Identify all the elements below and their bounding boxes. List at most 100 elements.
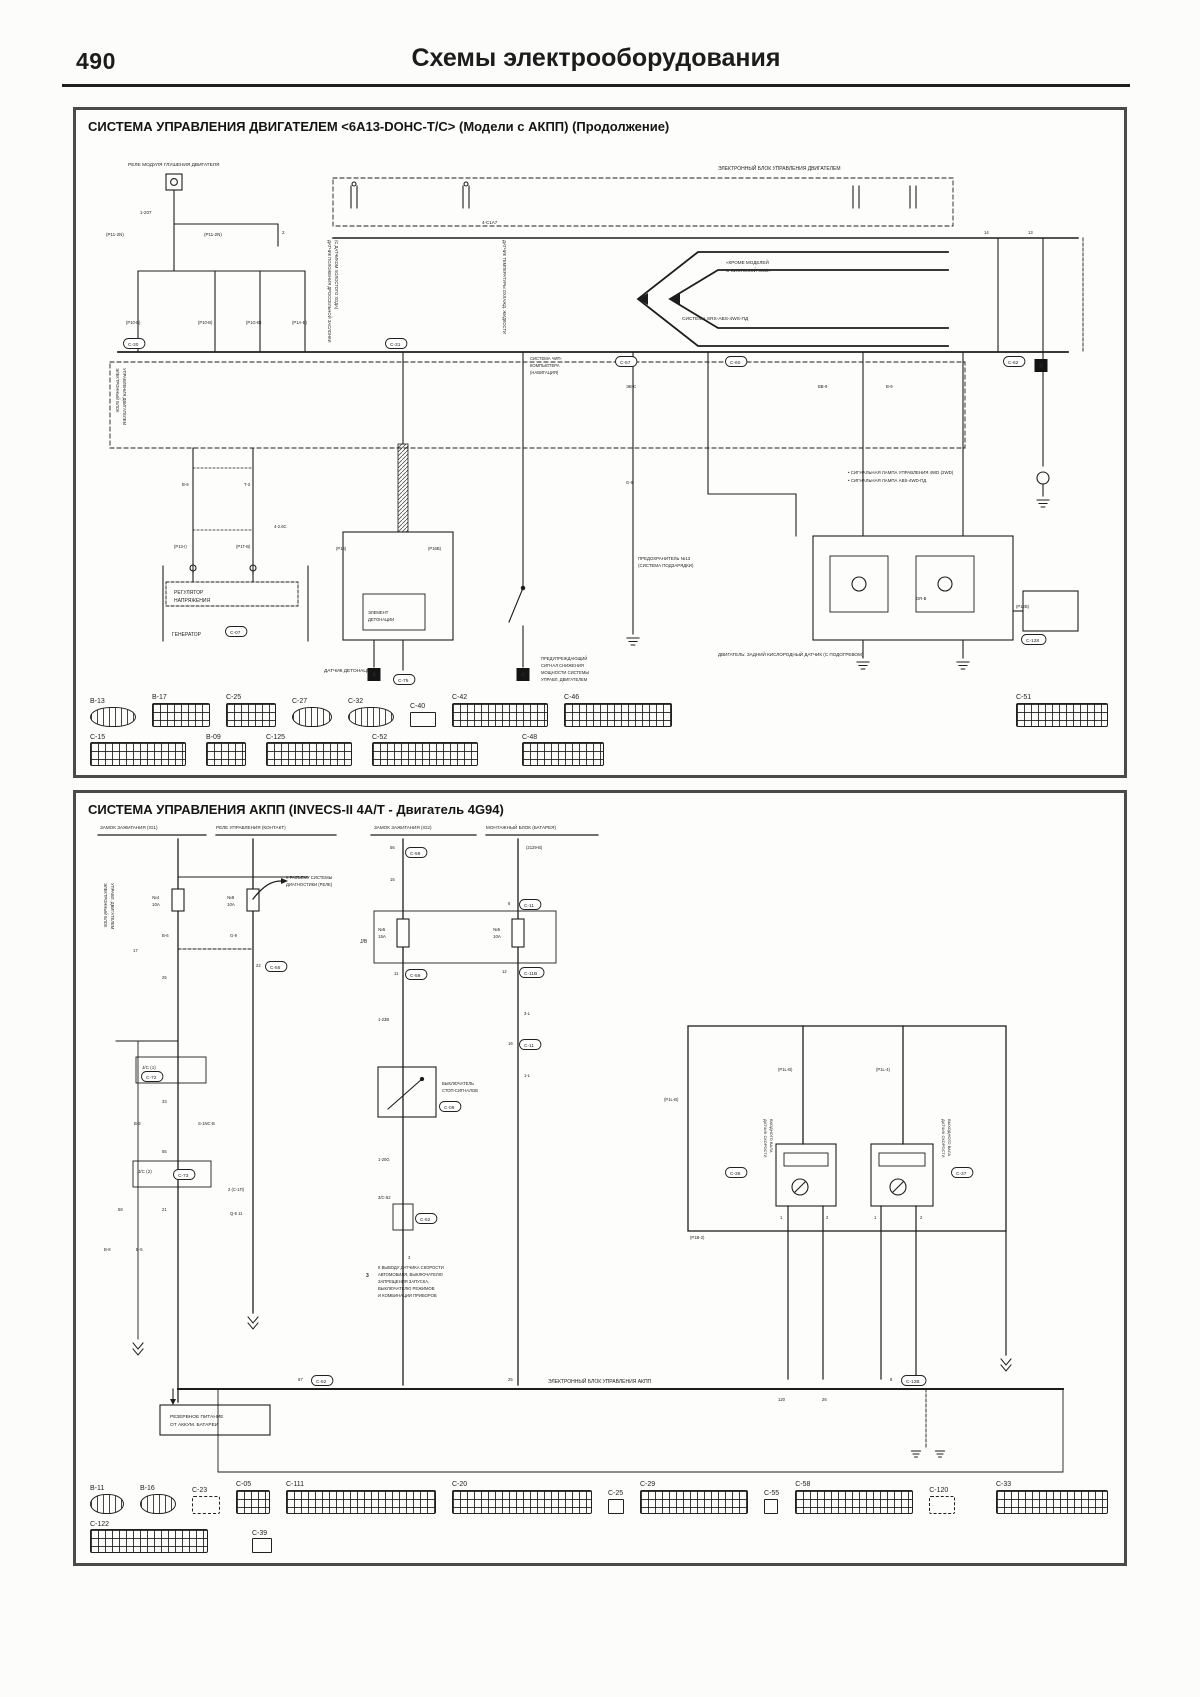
diagram-label: 4 <box>1039 363 1043 370</box>
diagram-label: К ВЫВОДУ ДАТЧИКА СКОРОСТИ <box>378 1265 444 1270</box>
diagram-label: (P1L-4) <box>876 1067 891 1072</box>
diagram-label: ПРЕДОХРАНИТЕЛЬ №13 <box>638 556 691 561</box>
connector-item: B-17 <box>152 694 210 727</box>
connector-pinout-glyph <box>286 1489 436 1514</box>
diagram-label: BB-9 <box>818 384 828 389</box>
d1-labels: РЕЛЕ МОДУЛЯ ГЛУШЕНИЯ ДВИГАТЕЛЯ 1-207 (P11-… <box>106 162 1048 685</box>
connector-pinout-glyph <box>252 1538 272 1554</box>
diagram-label: ДЕТОНАЦИИ <box>368 617 394 622</box>
diagram-label: ПРЕДУПРЕЖДАЮЩИЙ <box>541 656 587 661</box>
connector-pinout-glyph <box>452 702 548 727</box>
diagram-label: ЗАПРЕЩЕНИЯ ЗАПУСКА, <box>378 1279 429 1284</box>
connector-ref-badge <box>393 674 416 685</box>
diagram-label: (P16) <box>336 546 347 551</box>
diagram-label: (P1B-2) <box>690 1235 705 1240</box>
diagram-label: G-9 <box>230 933 238 938</box>
connector-item: C-32 <box>348 698 394 727</box>
diagram-label: 12 <box>502 969 507 974</box>
diagram-label: C-72 <box>146 1075 157 1081</box>
diagram-label: 25 <box>508 1377 513 1382</box>
diagram-label: (P11-2N) <box>106 232 124 237</box>
connector-id: C-120 <box>929 1487 949 1494</box>
connector-item: C-15 <box>90 734 186 767</box>
diagram-label: МОНТАЖНЫЙ БЛОК (БАТАРЕЯ) <box>486 823 557 830</box>
diagram-label: 11 <box>394 971 399 976</box>
diagram-label: (2129-B) <box>526 845 543 850</box>
connector-id: C-29 <box>640 1481 656 1488</box>
diagram-label: СИГНАЛ СНИЖЕНИЯ <box>541 663 584 668</box>
diagram-label: УПРАВЛЕНИЯ ДВИГАТЕЛЕМ <box>122 368 127 425</box>
connector-pinout-glyph <box>929 1495 956 1514</box>
diagram-label: C-37 <box>956 1171 967 1177</box>
diagram-label: J/C (2) <box>138 1169 152 1174</box>
diagram-label: 15A <box>378 934 386 939</box>
connector-item: C-23 <box>192 1487 220 1514</box>
connector-item: C-125 <box>266 734 352 767</box>
connector-item: C-20 <box>452 1481 592 1514</box>
connector-pinout-glyph <box>140 1493 176 1514</box>
diagram-label: 3/C-62 <box>378 1195 391 1200</box>
connector-pinout-glyph <box>522 742 604 767</box>
diagram-label: C-52 <box>420 1217 431 1223</box>
diagram-label: ЗАМОК ЗАЖИГАНИЯ (IG1) <box>100 825 158 830</box>
page-header: 490 Схемы электрооборудования <box>62 40 1130 87</box>
diagram-label: (P13-I) <box>174 544 187 549</box>
connector-pinout-glyph <box>90 742 186 767</box>
connector-id: C-55 <box>764 1490 780 1497</box>
diagram-label: СТОП-СИГНАЛОВ <box>442 1088 478 1093</box>
diagram-label: 1-207 <box>140 210 152 215</box>
connector-item: B-16 <box>140 1485 176 1514</box>
connector-ref-badge <box>901 1375 927 1386</box>
connector-ref-badge <box>311 1375 334 1386</box>
diagram2-canvas: ЗАМОК ЗАЖИГАНИЯ (IG1) РЕЛЕ УПРАВЛЕНИЯ (КО… <box>76 819 1124 1479</box>
diagram-label: 14 <box>984 230 989 235</box>
connector-ref-badge <box>265 961 288 972</box>
diagram-label: №4 <box>152 895 160 900</box>
wiring-diagram1-svg: РЕЛЕ МОДУЛЯ ГЛУШЕНИЯ ДВИГАТЕЛЯ 1-207 (P11-… <box>106 162 1084 685</box>
diagram-label: ДВИГАТЕЛЬ: ЗАДНИЙ КИСЛОРОДНЫЙ ДАТЧИК (С … <box>718 650 864 657</box>
diagram-label: РЕЛЕ УПРАВЛЕНИЯ (КОНТАКТ) <box>216 825 286 830</box>
connector-item: C-111 <box>286 1481 436 1514</box>
diagram-label: РЕЛЕ МОДУЛЯ ГЛУШЕНИЯ ДВИГАТЕЛЯ <box>128 162 220 168</box>
diagram-label: 4-2.6C <box>274 524 287 529</box>
connector-ref-badge <box>519 967 545 978</box>
diagram-label: C-73 <box>178 1173 189 1179</box>
connector-pinout-glyph <box>90 1529 208 1554</box>
d1-connector-row-1: B-13 B-17 C-25 C-27 C-32 <box>90 694 1114 727</box>
diagram-label: (P12B) <box>1016 604 1030 609</box>
connector-id: B-09 <box>206 733 221 741</box>
connector-pinout-glyph <box>90 706 136 727</box>
diagram-label: B-8 <box>104 1247 111 1252</box>
diagram-label: ЭВ-С <box>626 384 636 389</box>
connector-ref-badge <box>615 356 638 367</box>
connector-ref-badge <box>405 969 428 980</box>
diagram-label: B-9 <box>182 482 189 487</box>
diagram-label: B-3 <box>134 1121 141 1126</box>
connector-id: C-20 <box>452 1481 468 1488</box>
diagram-label: ДАТЧИК ТЕМПЕРАТУРЫ ОХЛАЖД. ЖИДКОСТИ <box>502 240 507 334</box>
connector-ref-badge <box>405 847 428 858</box>
diagram-label: ВХОДНОГО ВАЛА <box>769 1119 774 1153</box>
connector-item: C-120 <box>929 1487 956 1514</box>
diagram-label: (P1A-B) <box>292 320 307 325</box>
diagram-label: 2 <box>920 1215 923 1220</box>
diagram2-title: СИСТЕМА УПРАВЛЕНИЯ АКПП (INVECS-II 4А/Т … <box>88 802 504 817</box>
d2-wires <box>97 834 1064 1473</box>
connector-pinout-glyph <box>348 706 394 727</box>
diagram-label: 15 <box>390 877 395 882</box>
diagram-label: СИСТЕМА ЧИП- <box>530 356 563 361</box>
diagram-label: 2 <box>826 1215 829 1220</box>
connector-pinout-glyph <box>640 1489 748 1514</box>
connector-id: B-11 <box>90 1485 105 1492</box>
diagram-label: 3 <box>408 1255 411 1260</box>
diagram-label: МОЩНОСТИ СИСТЕМЫ <box>541 670 589 675</box>
diagram-label: РЕЗЕРВНОЕ ПИТАНИЕ <box>170 1414 224 1420</box>
diagram-label: 4-C1A7 <box>482 220 498 225</box>
connector-id: B-16 <box>140 1485 155 1492</box>
wiring-diagram2-svg: ЗАМОК ЗАЖИГАНИЯ (IG1) РЕЛЕ УПРАВЛЕНИЯ (КО… <box>97 823 1064 1473</box>
connector-pinout-glyph <box>764 1498 778 1514</box>
diagram-label: ВЫКЛЮЧАТЕЛЮ РЕЖИМОВ <box>378 1286 435 1291</box>
diagram-label: 16 <box>508 1041 513 1046</box>
diagram-label: 25 <box>162 975 167 980</box>
connector-id: C-05 <box>236 1481 252 1488</box>
